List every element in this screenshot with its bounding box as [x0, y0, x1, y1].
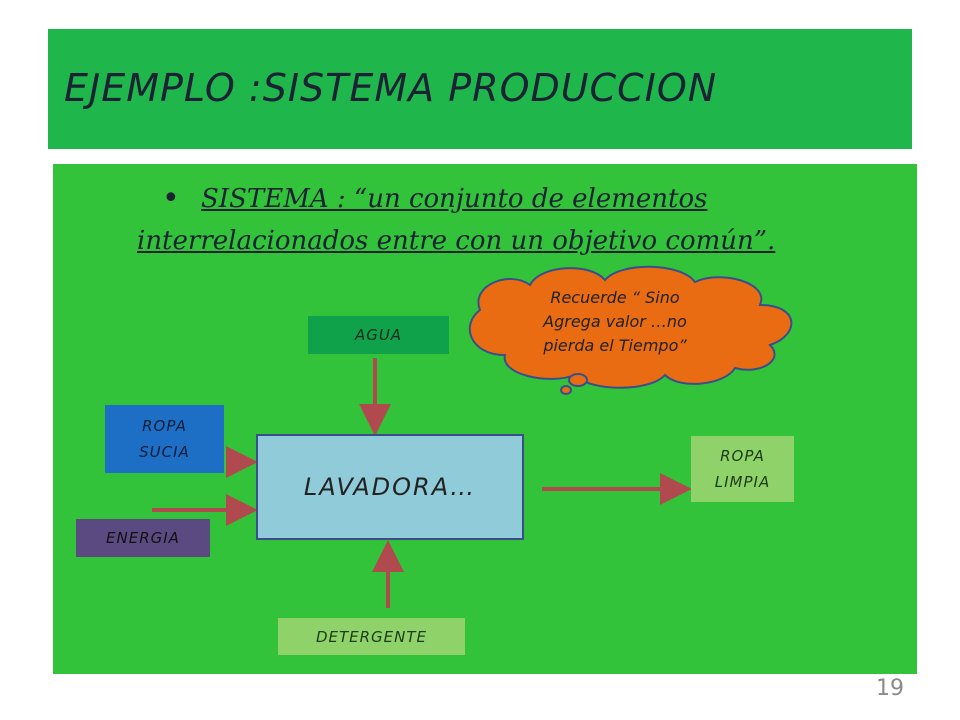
output-ropa-limpia: ROPA LIMPIA: [691, 436, 794, 502]
callout-line-2: Agrega valor …no: [543, 312, 687, 331]
bullet-icon: •: [162, 181, 180, 216]
input-ropa-sucia-line-1: ROPA: [142, 417, 187, 435]
process-lavadora: LAVADORA…: [256, 434, 524, 540]
cloud-callout: [468, 265, 793, 395]
output-line-1: ROPA: [720, 447, 765, 465]
input-ropa-sucia: ROPA SUCIA: [105, 405, 224, 473]
output-line-2: LIMPIA: [714, 473, 771, 491]
input-ropa-sucia-line-2: SUCIA: [139, 443, 190, 461]
input-agua-label: AGUA: [354, 326, 403, 344]
definition-text: SISTEMA : “un conjunto de elementos inte…: [137, 178, 857, 262]
input-agua: AGUA: [308, 316, 449, 354]
definition-line-2: interrelacionados entre con un objetivo …: [137, 226, 776, 256]
definition-line-1: SISTEMA : “un conjunto de elementos: [201, 184, 708, 214]
process-lavadora-label: LAVADORA…: [303, 473, 477, 501]
callout-line-1: Recuerde “ Sino: [550, 288, 680, 307]
callout-text: Recuerde “ Sino Agrega valor …no pierda …: [510, 286, 720, 358]
input-detergente: DETERGENTE: [278, 618, 465, 655]
callout-line-3: pierda el Tiempo”: [543, 336, 687, 355]
input-energia-label: ENERGIA: [106, 529, 180, 547]
page-number: 19: [876, 676, 904, 701]
input-detergente-label: DETERGENTE: [315, 627, 428, 646]
slide-title: EJEMPLO :SISTEMA PRODUCCION: [64, 66, 718, 110]
title-bar: [48, 29, 912, 149]
input-energia: ENERGIA: [76, 519, 210, 557]
